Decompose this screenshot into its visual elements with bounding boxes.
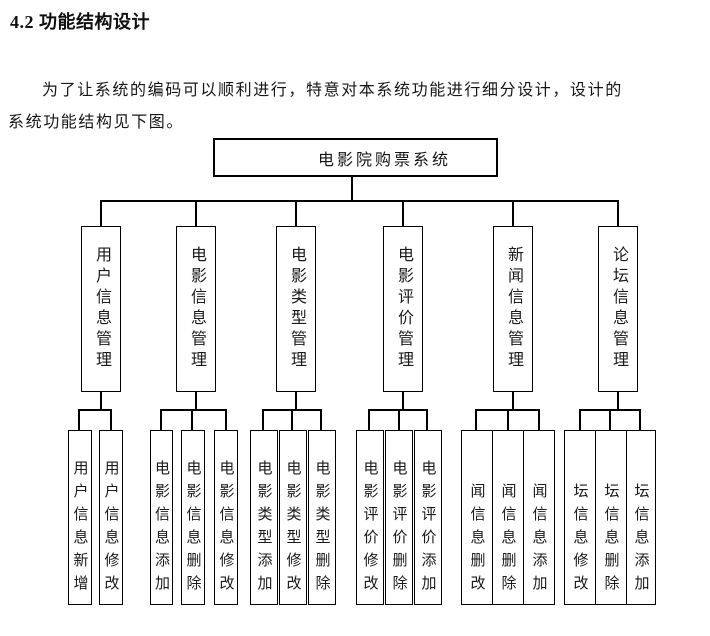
leaf-box-news-info-edit: 闻信息删改 bbox=[461, 430, 493, 605]
connector-line bbox=[579, 409, 581, 431]
leaf-box-movie-info-edit: 电影信息修改 bbox=[214, 430, 238, 605]
connector-line bbox=[426, 409, 428, 431]
leaf-label: 电影评价修改 bbox=[361, 460, 378, 598]
leaf-label: 坛信息删除 bbox=[602, 483, 619, 598]
leaf-label: 电影信息删除 bbox=[184, 460, 201, 598]
leaf-box-movie-info-delete: 电影信息删除 bbox=[181, 430, 205, 605]
connector-line bbox=[320, 409, 322, 431]
connector-line bbox=[617, 200, 619, 227]
connector-line bbox=[195, 392, 197, 410]
connector-line bbox=[507, 409, 509, 431]
body-paragraph-line-1: 为了让系统的编码可以顺利进行，特意对本系统功能进行细分设计，设计的 bbox=[42, 82, 623, 99]
leaf-label: 电影评价添加 bbox=[419, 460, 436, 598]
connector-line bbox=[609, 409, 611, 431]
leaf-box-user-info-edit: 用户信息修改 bbox=[99, 430, 123, 605]
connector-line bbox=[110, 409, 112, 431]
branch-label: 用户信息管理 bbox=[93, 246, 110, 372]
connector-line bbox=[538, 409, 540, 431]
leaf-label: 用户信息新增 bbox=[71, 460, 88, 598]
connector-line bbox=[100, 200, 619, 202]
connector-line bbox=[512, 200, 514, 227]
root-label: 电影院购票系统 bbox=[317, 151, 451, 169]
leaf-box-forum-info-delete: 坛信息删除 bbox=[595, 430, 627, 605]
branch-box-user-info-mgmt: 用户信息管理 bbox=[81, 226, 121, 392]
leaf-box-movie-type-add: 电影类型添加 bbox=[250, 430, 278, 605]
connector-line bbox=[402, 392, 404, 410]
connector-line bbox=[225, 409, 227, 431]
leaf-label: 电影信息添加 bbox=[153, 460, 169, 598]
connector-line bbox=[402, 200, 404, 227]
branch-label: 新闻信息管理 bbox=[505, 246, 522, 372]
connector-line bbox=[100, 200, 102, 227]
leaf-label: 坛信息修改 bbox=[571, 483, 588, 598]
leaf-label: 电影类型删除 bbox=[313, 460, 330, 598]
connector-line bbox=[78, 409, 112, 411]
connector-line bbox=[100, 392, 102, 410]
connector-line bbox=[475, 409, 477, 431]
leaf-box-movie-review-add: 电影评价添加 bbox=[414, 430, 442, 605]
leaf-box-movie-type-edit: 电影类型修改 bbox=[279, 430, 307, 605]
root-box-cinema-ticket-system: 电影院购票系统 bbox=[213, 138, 498, 177]
branch-box-forum-info-mgmt: 论坛信息管理 bbox=[598, 226, 638, 392]
leaf-box-news-info-add: 闻信息添加 bbox=[523, 430, 555, 605]
leaf-label: 电影类型添加 bbox=[255, 460, 272, 598]
leaf-box-movie-type-delete: 电影类型删除 bbox=[308, 430, 336, 605]
connector-line bbox=[160, 409, 162, 431]
connector-line bbox=[512, 392, 514, 410]
connector-line bbox=[368, 409, 370, 431]
connector-line bbox=[78, 409, 80, 431]
connector-line bbox=[291, 409, 293, 431]
body-paragraph-line-2: 系统功能结构见下图。 bbox=[8, 114, 185, 131]
leaf-label: 电影评价删除 bbox=[390, 460, 407, 598]
leaf-label: 电影类型修改 bbox=[284, 460, 301, 598]
branch-label: 论坛信息管理 bbox=[610, 246, 627, 372]
connector-line bbox=[160, 409, 227, 411]
connector-line bbox=[262, 409, 264, 431]
branch-box-movie-type-mgmt: 电影类型管理 bbox=[276, 226, 316, 392]
connector-line bbox=[191, 409, 193, 431]
leaf-box-movie-info-add: 电影信息添加 bbox=[150, 430, 173, 605]
leaf-box-movie-review-edit: 电影评价修改 bbox=[356, 430, 384, 605]
connector-line bbox=[351, 177, 353, 201]
leaf-box-forum-info-edit: 坛信息修改 bbox=[564, 430, 596, 605]
leaf-label: 闻信息删除 bbox=[499, 483, 516, 598]
section-heading: 4.2 功能结构设计 bbox=[10, 12, 150, 32]
branch-box-news-info-mgmt: 新闻信息管理 bbox=[493, 226, 533, 392]
connector-line bbox=[195, 200, 197, 227]
connector-line bbox=[295, 200, 297, 227]
connector-line bbox=[295, 392, 297, 410]
connector-line bbox=[398, 409, 400, 431]
branch-box-movie-info-mgmt: 电影信息管理 bbox=[176, 226, 216, 392]
connector-line bbox=[639, 409, 641, 431]
leaf-label: 电影信息修改 bbox=[217, 460, 234, 598]
leaf-box-news-info-delete: 闻信息删除 bbox=[492, 430, 524, 605]
branch-label: 电影评价管理 bbox=[395, 246, 412, 372]
branch-label: 电影类型管理 bbox=[288, 246, 305, 372]
leaf-label: 闻信息添加 bbox=[530, 483, 547, 598]
leaf-box-movie-review-delete: 电影评价删除 bbox=[385, 430, 413, 605]
branch-label: 电影信息管理 bbox=[188, 246, 205, 372]
leaf-label: 用户信息修改 bbox=[102, 460, 119, 598]
leaf-label: 坛信息添加 bbox=[632, 483, 649, 598]
leaf-label: 闻信息删改 bbox=[468, 483, 485, 598]
branch-box-movie-review-mgmt: 电影评价管理 bbox=[383, 226, 423, 392]
leaf-box-user-info-add: 用户信息新增 bbox=[68, 430, 92, 605]
connector-line bbox=[617, 392, 619, 410]
leaf-box-forum-info-add: 坛信息添加 bbox=[626, 430, 656, 605]
